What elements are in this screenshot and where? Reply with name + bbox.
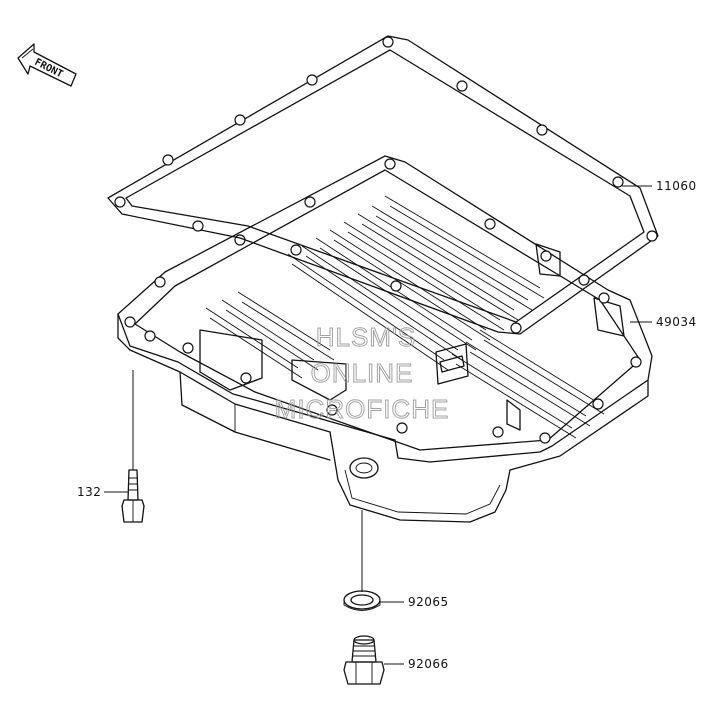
front-arrow-label: FRONT <box>33 57 65 80</box>
front-arrow-icon: FRONT <box>17 43 77 87</box>
gasket-drawing <box>107 35 659 335</box>
part-number-132: 132 <box>77 485 101 499</box>
callout-92066[interactable]: 92066 <box>384 657 449 671</box>
oil-pan-drawing <box>117 155 653 523</box>
drain-plug-92066-drawing <box>343 635 385 685</box>
callout-49034[interactable]: 49034 <box>630 315 697 329</box>
watermark-line-1: HLSM'S <box>316 322 417 352</box>
watermark: HLSM'S ONLINE MICROFICHE <box>274 322 450 425</box>
callout-132[interactable]: 132 <box>77 485 128 499</box>
washer-92065-drawing <box>343 510 381 611</box>
watermark-line-3: MICROFICHE <box>275 394 450 424</box>
part-number-92065: 92065 <box>408 595 449 609</box>
part-number-49034: 49034 <box>656 315 697 329</box>
callout-92065[interactable]: 92065 <box>380 595 449 609</box>
callout-11060[interactable]: 11060 <box>622 179 697 193</box>
part-number-92066: 92066 <box>408 657 449 671</box>
bolt-132-drawing <box>121 370 145 523</box>
part-number-11060: 11060 <box>656 179 697 193</box>
watermark-line-2: ONLINE <box>311 358 414 388</box>
